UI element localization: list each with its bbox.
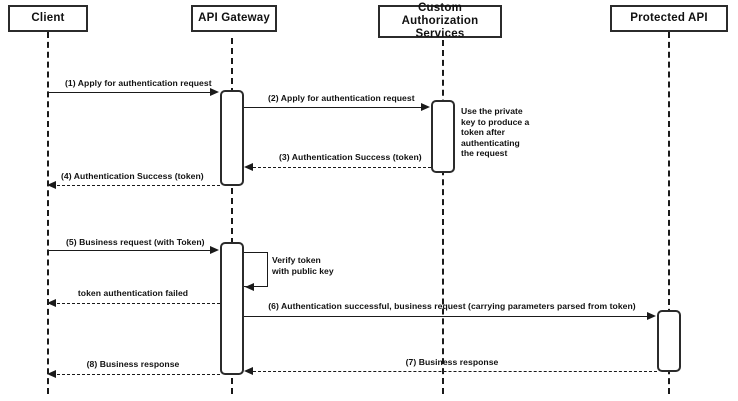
note-private-key-line-2: key to produce a (461, 116, 530, 127)
message-2-line (244, 107, 422, 108)
message-token-auth-failed-line (57, 303, 220, 304)
note-private-key-line-3: token after (461, 127, 505, 137)
self-message-line-2: with public key (272, 265, 334, 276)
note-private-key: Use the private key to produce a token a… (461, 106, 539, 159)
activation-api-gateway-business (220, 242, 244, 375)
note-private-key-line-1: Use the private (461, 106, 523, 116)
self-message-verify-token-label: Verify token with public key (272, 255, 342, 276)
message-token-auth-failed-label: token authentication failed (77, 288, 189, 298)
message-1-label: (1) Apply for authentication request (65, 78, 212, 88)
participant-custom-authorization-services-label: Custom Authorization Services (401, 2, 479, 40)
self-message-verify-token (244, 252, 268, 287)
lifeline-custom-authorization-services (442, 40, 444, 394)
message-5-arrowhead (210, 245, 219, 254)
message-6-label: (6) Authentication successful, business … (268, 301, 636, 311)
message-3-line (253, 167, 431, 168)
participant-protected-api-label: Protected API (630, 12, 708, 24)
participant-api-gateway-label: API Gateway (198, 12, 270, 24)
message-1-line (47, 92, 211, 93)
message-2-arrowhead (421, 102, 430, 111)
message-7-arrowhead (244, 366, 253, 375)
lifeline-client (47, 32, 49, 394)
activation-api-gateway-auth (220, 90, 244, 186)
lifeline-protected-api (668, 32, 670, 394)
message-2-label: (2) Apply for authentication request (268, 93, 415, 103)
message-1-arrowhead (210, 87, 219, 96)
note-private-key-line-4: authenticating (461, 137, 520, 148)
message-3-arrowhead (244, 162, 253, 171)
message-token-auth-failed-arrowhead (47, 298, 56, 307)
message-6-line (244, 316, 648, 317)
message-8-line (57, 374, 220, 375)
activation-custom-auth (431, 100, 455, 173)
note-private-key-line-5: the request (461, 148, 508, 158)
message-4-line (57, 185, 220, 186)
message-8-arrowhead (47, 369, 56, 378)
message-6-arrowhead (647, 311, 656, 320)
message-7-label: (7) Business response (405, 357, 499, 367)
message-3-label: (3) Authentication Success (token) (279, 152, 422, 162)
self-message-line-1: Verify token (272, 255, 321, 265)
activation-protected-api (657, 310, 681, 372)
message-4-arrowhead (47, 180, 56, 189)
self-message-verify-token-arrowhead (245, 282, 254, 291)
message-4-label: (4) Authentication Success (token) (61, 171, 204, 181)
participant-client[interactable]: Client (8, 5, 88, 32)
message-7-line (253, 371, 657, 372)
participant-client-label: Client (31, 12, 65, 24)
participant-api-gateway[interactable]: API Gateway (191, 5, 277, 32)
lifeline-api-gateway (231, 38, 233, 394)
participant-custom-authorization-services[interactable]: Custom Authorization Services (378, 2, 502, 40)
message-8-label: (8) Business response (86, 359, 180, 369)
message-5-label: (5) Business request (with Token) (66, 237, 205, 247)
participant-protected-api[interactable]: Protected API (610, 5, 728, 32)
message-5-line (47, 250, 211, 251)
